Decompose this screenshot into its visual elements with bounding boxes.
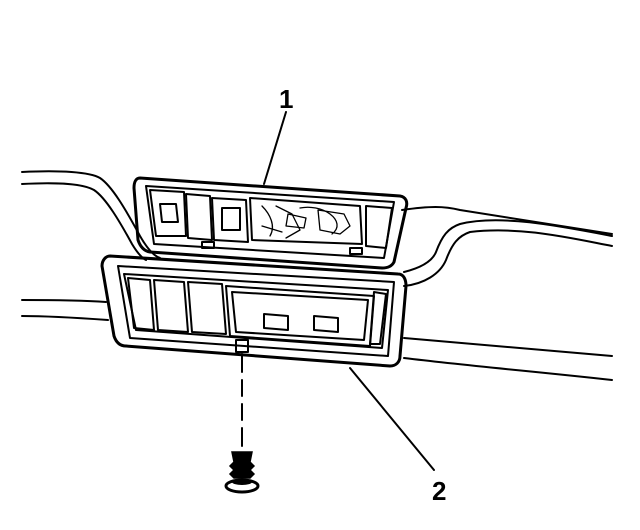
leader-line-2 bbox=[349, 367, 435, 471]
overhead-console-assembly bbox=[100, 254, 408, 368]
leader-line-1 bbox=[263, 111, 287, 185]
console-base bbox=[132, 176, 409, 270]
screw-fastener bbox=[224, 353, 260, 494]
headliner-contour bbox=[21, 170, 613, 381]
callout-1: 1 bbox=[279, 84, 294, 114]
callout-2: 2 bbox=[432, 476, 447, 506]
